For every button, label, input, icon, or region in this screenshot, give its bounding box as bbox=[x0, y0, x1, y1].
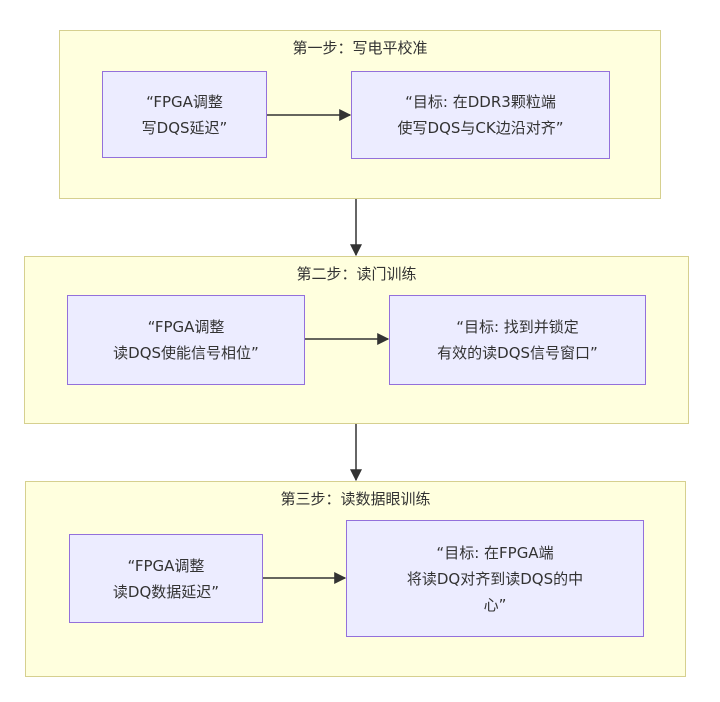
node-goal-center-read-dq-on-dqs[interactable]: “目标: 在FPGA端 将读DQ对齐到读DQS的中 心” bbox=[346, 520, 644, 637]
node-label: “目标: 找到并锁定 有效的读DQS信号窗口” bbox=[437, 318, 598, 362]
node-goal-lock-read-dqs-window[interactable]: “目标: 找到并锁定 有效的读DQS信号窗口” bbox=[389, 295, 646, 385]
node-fpga-adjust-read-dq-delay[interactable]: “FPGA调整 读DQ数据延迟” bbox=[69, 534, 263, 623]
node-label: “目标: 在DDR3颗粒端 使写DQS与CK边沿对齐” bbox=[397, 93, 564, 137]
node-label: “目标: 在FPGA端 将读DQ对齐到读DQS的中 心” bbox=[406, 543, 584, 614]
group-title-step3: 第三步：读数据眼训练 bbox=[280, 490, 431, 508]
node-label: “FPGA调整 读DQS使能信号相位” bbox=[113, 318, 259, 362]
node-goal-write-dqs-ck-align[interactable]: “目标: 在DDR3颗粒端 使写DQS与CK边沿对齐” bbox=[351, 71, 610, 159]
node-fpga-adjust-write-dqs-delay[interactable]: “FPGA调整 写DQS延迟” bbox=[102, 71, 267, 158]
node-fpga-adjust-read-dqs-enable-phase[interactable]: “FPGA调整 读DQS使能信号相位” bbox=[67, 295, 305, 385]
group-title-step2: 第二步：读门训练 bbox=[296, 265, 417, 283]
node-label: “FPGA调整 写DQS延迟” bbox=[141, 92, 228, 137]
group-title-step1: 第一步：写电平校准 bbox=[292, 39, 428, 57]
node-label: “FPGA调整 读DQ数据延迟” bbox=[112, 556, 220, 601]
